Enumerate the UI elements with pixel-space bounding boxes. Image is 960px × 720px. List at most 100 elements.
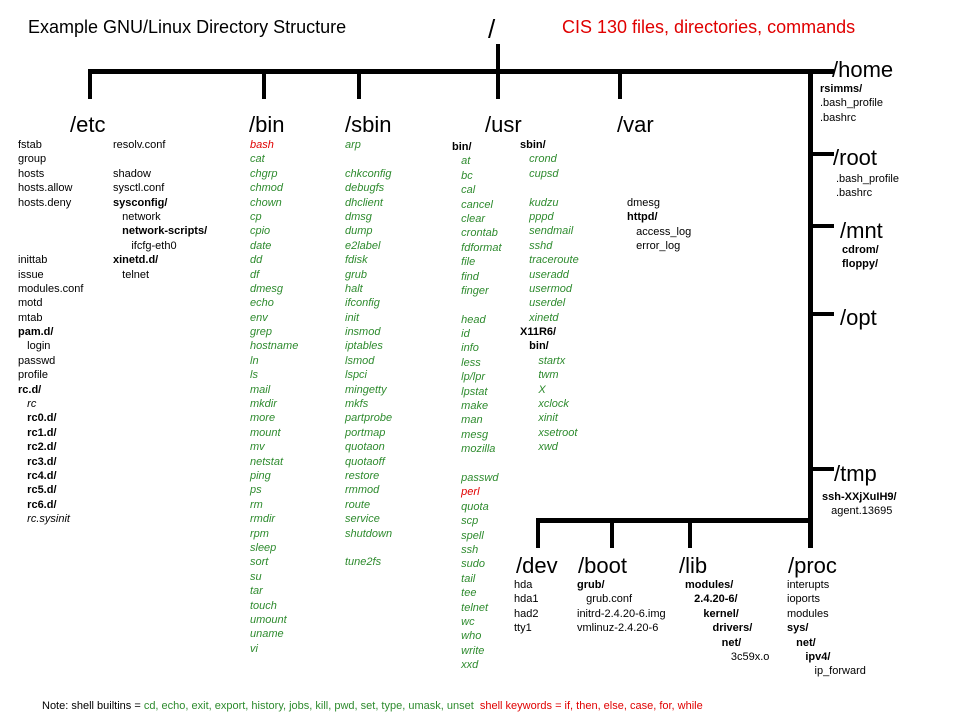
branch-dev bbox=[536, 518, 540, 548]
list-item: sshd bbox=[520, 239, 553, 252]
list-usr-sbin-x11: sbin/ crond cupsd kudzu pppd sendmail ss… bbox=[520, 138, 579, 455]
list-item: telnet bbox=[113, 268, 150, 281]
list-item: crond bbox=[520, 153, 557, 166]
list-item: sysctl.conf bbox=[113, 182, 165, 195]
list-item: ipv4/ bbox=[787, 650, 831, 663]
list-item: who bbox=[452, 630, 482, 643]
list-item: tail bbox=[452, 572, 476, 585]
branch-tmp bbox=[808, 467, 834, 471]
list-item: telnet bbox=[452, 601, 489, 614]
list-item: rc6.d/ bbox=[18, 498, 57, 511]
dir-label-bin: /bin bbox=[249, 112, 285, 137]
list-item: mount bbox=[250, 426, 281, 439]
list-item: rc3.d/ bbox=[18, 455, 57, 468]
list-item: hda1 bbox=[514, 593, 539, 606]
list-item: touch bbox=[250, 599, 277, 612]
list-item: lp/lpr bbox=[452, 371, 486, 384]
list-item: write bbox=[452, 644, 485, 657]
dir-label-var: /var bbox=[617, 112, 654, 137]
list-item: grub.conf bbox=[577, 593, 633, 606]
list-item bbox=[452, 457, 502, 471]
list-item: grub bbox=[345, 268, 368, 281]
list-item: rc1.d/ bbox=[18, 426, 57, 439]
list-item: xxd bbox=[452, 659, 479, 672]
list-item: cancel bbox=[452, 198, 493, 211]
list-item: modules bbox=[787, 607, 829, 620]
dir-label-root: /root bbox=[833, 145, 878, 170]
list-item: resolv.conf bbox=[113, 139, 166, 151]
list-item: route bbox=[345, 498, 371, 511]
list-item: dump bbox=[345, 225, 373, 238]
list-item: cp bbox=[250, 210, 262, 223]
list-item: cal bbox=[452, 184, 476, 197]
list-item bbox=[18, 210, 83, 224]
list-item: userdel bbox=[520, 297, 566, 310]
list-item: startx bbox=[520, 354, 566, 367]
list-item: ioports bbox=[787, 593, 821, 606]
list-item: .bashrc bbox=[836, 187, 873, 200]
list-item: lpstat bbox=[452, 385, 488, 398]
course-title: CIS 130 files, directories, commands bbox=[562, 17, 856, 37]
list-item: rpm bbox=[250, 527, 269, 540]
list-item: head bbox=[452, 313, 486, 326]
dir-label-proc: /proc bbox=[788, 553, 837, 578]
list-item: partprobe bbox=[345, 412, 393, 425]
list-item: passwd bbox=[18, 354, 56, 367]
list-item: agent.13695 bbox=[822, 505, 893, 518]
list-item: lsmod bbox=[345, 354, 375, 367]
list-item: hosts.deny bbox=[18, 196, 72, 209]
list-item: tee bbox=[452, 587, 477, 600]
list-item: sleep bbox=[250, 541, 277, 554]
list-item: rc.d/ bbox=[18, 383, 42, 396]
list-item: clear bbox=[452, 212, 486, 225]
root-stem bbox=[496, 44, 500, 74]
root-directory-label: / bbox=[488, 14, 496, 44]
list-item: scp bbox=[452, 515, 479, 528]
list-item: tune2fs bbox=[345, 556, 382, 569]
list-item: finger bbox=[452, 284, 489, 297]
list-item: halt bbox=[345, 282, 363, 295]
list-item: sysconfig/ bbox=[113, 196, 168, 209]
list-item: had2 bbox=[514, 607, 539, 620]
list-item: .bashrc bbox=[820, 111, 857, 124]
list-item: 2.4.20-6/ bbox=[685, 593, 738, 606]
list-item: rm bbox=[250, 498, 263, 511]
list-item: hosts bbox=[18, 167, 45, 180]
list-item: su bbox=[250, 570, 262, 583]
list-item: hostname bbox=[250, 340, 299, 353]
list-item: df bbox=[250, 268, 260, 281]
list-item: network-scripts/ bbox=[113, 225, 208, 238]
list-item: network bbox=[113, 210, 161, 223]
list-item: man bbox=[452, 414, 483, 427]
list-item: access_log bbox=[627, 225, 692, 238]
list-item: mkfs bbox=[345, 398, 369, 411]
list-item: rmmod bbox=[345, 484, 380, 497]
list-item: wc bbox=[452, 615, 475, 628]
branch-etc bbox=[88, 69, 92, 99]
list-item: mozilla bbox=[452, 443, 496, 456]
list-item: ifconfig bbox=[345, 297, 380, 310]
dir-label-opt: /opt bbox=[840, 305, 877, 330]
list-item: floppy/ bbox=[842, 258, 879, 271]
list-tmp: ssh-XXjXuIH9/ agent.13695 bbox=[822, 490, 897, 519]
list-item: modules/ bbox=[685, 579, 734, 591]
list-item: rc5.d/ bbox=[18, 484, 57, 497]
list-item: quotaon bbox=[345, 441, 385, 454]
list-item: uname bbox=[250, 628, 284, 641]
list-item: .bash_profile bbox=[820, 97, 883, 110]
list-item: xinetd bbox=[520, 311, 559, 324]
list-item: profile bbox=[18, 369, 48, 382]
list-item: shadow bbox=[113, 167, 151, 180]
lower-horizontal-line bbox=[536, 518, 813, 523]
list-item: dmesg bbox=[250, 282, 284, 295]
list-item: useradd bbox=[520, 268, 569, 281]
list-item bbox=[113, 152, 207, 166]
list-item: net/ bbox=[787, 636, 816, 649]
list-item: ssh-XXjXuIH9/ bbox=[822, 491, 897, 503]
